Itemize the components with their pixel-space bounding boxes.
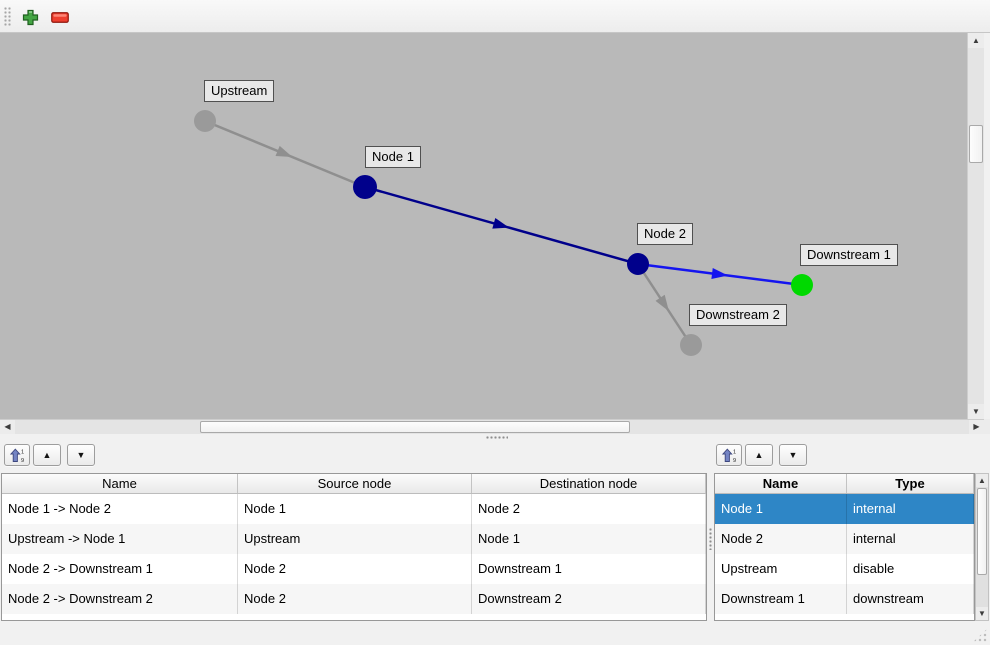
table-cell: Node 2 — [238, 554, 472, 584]
nodes-move-up-button[interactable]: ▲ — [745, 444, 773, 466]
canvas-horizontal-scrollbar[interactable]: ◀ ▶ — [0, 419, 984, 434]
table-cell: Node 2 — [715, 524, 847, 554]
table-cell: internal — [847, 524, 974, 554]
table-cell: Node 2 -> Downstream 2 — [2, 584, 238, 614]
window-resize-grip[interactable] — [972, 628, 988, 643]
pane-splitter-vertical[interactable] — [709, 440, 713, 632]
edge-arrow-icon — [275, 145, 293, 158]
nodes-move-down-button[interactable]: ▼ — [779, 444, 807, 466]
node-node2[interactable] — [627, 253, 649, 275]
vertical-scrollbar-thumb[interactable] — [977, 488, 987, 575]
add-button[interactable] — [16, 3, 44, 31]
node-upstream[interactable] — [194, 110, 216, 132]
edges-move-up-button[interactable]: ▲ — [33, 444, 61, 466]
column-header-destination-node[interactable]: Destination node — [472, 474, 706, 493]
table-cell: disable — [847, 554, 974, 584]
table-cell: Node 2 -> Downstream 1 — [2, 554, 238, 584]
up-triangle-icon: ▲ — [754, 449, 764, 460]
node-label-upstream[interactable]: Upstream — [204, 80, 275, 102]
graph-svg — [194, 110, 813, 356]
remove-button[interactable] — [46, 3, 74, 31]
up-arrow-icon: ▲ — [972, 35, 980, 45]
table-cell: Node 1 -> Node 2 — [2, 494, 238, 524]
vertical-scrollbar-thumb[interactable] — [969, 125, 983, 163]
node-label-downstream1[interactable]: Downstream 1 — [800, 244, 898, 266]
table-cell: Node 1 — [238, 494, 472, 524]
svg-text:9: 9 — [733, 457, 736, 462]
splitter-handle-icon — [709, 528, 712, 550]
table-cell: Node 1 — [472, 524, 706, 554]
sort-ascending-icon: 1 9 — [9, 448, 24, 463]
table-cell: Node 2 — [472, 494, 706, 524]
scroll-down-button[interactable]: ▼ — [976, 607, 988, 620]
table-cell: Node 1 — [715, 494, 847, 524]
nodes-table-scrollbar[interactable]: ▲ ▼ — [975, 473, 989, 621]
down-triangle-icon: ▼ — [76, 449, 86, 460]
canvas-vertical-scrollbar[interactable]: ▲ ▼ — [967, 33, 984, 419]
scroll-up-button[interactable]: ▲ — [968, 33, 984, 48]
scrollbar-corner — [984, 419, 990, 434]
node-downstream1[interactable] — [791, 274, 813, 296]
splitter-handle-icon — [486, 436, 508, 439]
edge-arrow-icon — [655, 294, 669, 312]
node-downstream2[interactable] — [680, 334, 702, 356]
main-toolbar — [0, 0, 990, 33]
svg-text:1: 1 — [21, 449, 24, 455]
plus-icon — [22, 9, 38, 25]
toolbar-grip[interactable] — [4, 7, 12, 27]
down-arrow-icon: ▼ — [978, 608, 986, 618]
node-label-node2[interactable]: Node 2 — [637, 223, 693, 245]
table-cell: internal — [847, 494, 974, 524]
scroll-down-button[interactable]: ▼ — [968, 404, 984, 419]
edge-arrow-icon — [711, 268, 728, 279]
edges-sort-button[interactable]: 1 9 — [4, 444, 30, 466]
horizontal-scrollbar-thumb[interactable] — [200, 421, 630, 433]
scroll-left-button[interactable]: ◀ — [0, 420, 15, 434]
column-header-name[interactable]: Name — [2, 474, 238, 493]
svg-text:1: 1 — [733, 449, 736, 455]
down-triangle-icon: ▼ — [788, 449, 798, 460]
table-cell: Downstream 1 — [715, 584, 847, 614]
nodes-sort-button[interactable]: 1 9 — [716, 444, 742, 466]
up-arrow-icon: ▲ — [978, 475, 986, 485]
up-triangle-icon: ▲ — [42, 449, 52, 460]
minus-icon — [51, 11, 69, 23]
column-header-name[interactable]: Name — [715, 474, 847, 493]
table-cell: Upstream -> Node 1 — [2, 524, 238, 554]
column-header-type[interactable]: Type — [847, 474, 974, 493]
svg-text:9: 9 — [21, 457, 24, 462]
edges-move-down-button[interactable]: ▼ — [67, 444, 95, 466]
scroll-right-button[interactable]: ▶ — [969, 420, 984, 434]
right-arrow-icon: ▶ — [973, 422, 980, 431]
edge-arrow-icon — [492, 218, 510, 229]
pane-splitter-horizontal[interactable] — [0, 434, 990, 440]
node-node1[interactable] — [353, 175, 377, 199]
column-header-source-node[interactable]: Source node — [238, 474, 472, 493]
table-cell: Node 2 — [238, 584, 472, 614]
table-cell: Downstream 2 — [472, 584, 706, 614]
table-cell: Upstream — [715, 554, 847, 584]
node-label-downstream2[interactable]: Downstream 2 — [689, 304, 787, 326]
scroll-up-button[interactable]: ▲ — [976, 474, 988, 487]
sort-ascending-icon: 1 9 — [721, 448, 736, 463]
down-arrow-icon: ▼ — [972, 406, 980, 416]
table-cell: downstream — [847, 584, 974, 614]
node-label-node1[interactable]: Node 1 — [365, 146, 421, 168]
table-cell: Upstream — [238, 524, 472, 554]
table-cell: Downstream 1 — [472, 554, 706, 584]
left-arrow-icon: ◀ — [4, 422, 11, 431]
